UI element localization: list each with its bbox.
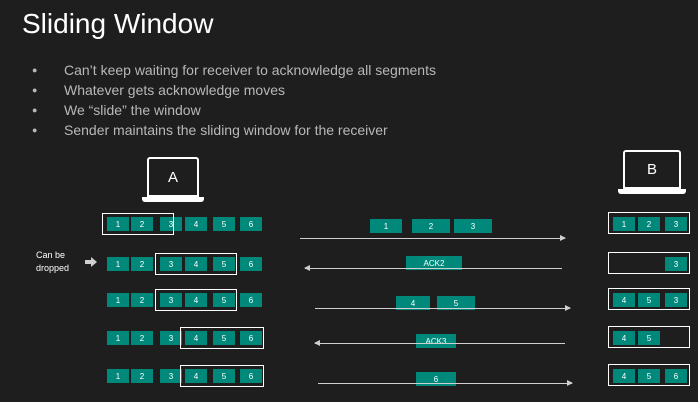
sender-segment: 2	[131, 217, 153, 231]
sender-segment: 2	[131, 257, 153, 271]
bullet-item: Can’t keep waiting for receiver to ackno…	[30, 60, 436, 80]
sender-segment: 6	[240, 217, 262, 231]
sender-window-frame	[180, 327, 264, 349]
receiver-segment: 4	[613, 369, 635, 383]
sender-segment: 1	[107, 369, 129, 383]
host-a-label: A	[167, 168, 178, 186]
drop-note-line-2: dropped	[36, 263, 70, 273]
sender-segment: 5	[213, 257, 235, 271]
sender-segment: 4	[185, 217, 207, 231]
message-segment: 3	[454, 219, 492, 233]
message-segment: 4	[396, 296, 430, 310]
bullet-item: We “slide” the window	[30, 100, 436, 120]
transfer-arrow	[304, 265, 562, 271]
sender-segment: 1	[107, 331, 129, 345]
sender-window-frame	[155, 253, 237, 275]
receiver-segment: 2	[638, 217, 660, 231]
bullet-list: Can’t keep waiting for receiver to ackno…	[30, 60, 436, 140]
receiver-buffer-frame	[608, 326, 690, 348]
sender-segment: 6	[240, 369, 262, 383]
receiver-segment: 3	[665, 217, 687, 231]
receiver-segment: 5	[638, 293, 660, 307]
sender-segment: 3	[160, 331, 182, 345]
host-b-label: B	[646, 161, 657, 178]
receiver-buffer-frame	[608, 252, 690, 274]
sender-segment: 6	[240, 331, 262, 345]
transfer-arrow	[314, 340, 565, 346]
sender-window-frame	[102, 213, 174, 235]
sender-segment: 1	[107, 293, 129, 307]
drop-note-line-1: Can be	[36, 250, 66, 260]
sender-segment: 3	[160, 369, 182, 383]
drop-arrow-icon	[85, 257, 97, 267]
message-segment: 6	[416, 372, 456, 386]
sender-window-frame	[180, 365, 264, 387]
transfer-arrow	[315, 305, 571, 311]
sender-segment: 6	[240, 257, 262, 271]
sender-segment: 5	[213, 293, 235, 307]
message-segment: 2	[412, 219, 450, 233]
slide-title: Sliding Window	[22, 8, 214, 39]
receiver-segment: 5	[638, 331, 660, 345]
sender-segment: 1	[107, 257, 129, 271]
message-segment: 5	[437, 296, 475, 310]
receiver-buffer-frame	[608, 212, 690, 234]
laptop-b-icon: B	[618, 150, 686, 194]
sender-segment: 4	[185, 331, 207, 345]
sender-segment: 2	[131, 331, 153, 345]
transfer-arrow	[300, 235, 566, 241]
receiver-buffer-frame	[608, 364, 690, 386]
receiver-segment: 4	[613, 293, 635, 307]
receiver-segment: 1	[613, 217, 635, 231]
sender-segment: 4	[185, 369, 207, 383]
receiver-segment: 3	[665, 257, 687, 271]
message-segment: ACK3	[416, 334, 456, 348]
sender-segment: 5	[213, 369, 235, 383]
message-segment: 1	[370, 219, 402, 233]
transfer-arrow	[318, 380, 573, 386]
receiver-segment: 6	[665, 369, 687, 383]
laptop-a-base	[142, 197, 204, 202]
sender-segment: 3	[160, 293, 182, 307]
sender-segment: 4	[185, 293, 207, 307]
bullet-item: Sender maintains the sliding window for …	[30, 120, 436, 140]
bullet-item: Whatever gets acknowledge moves	[30, 80, 436, 100]
sender-segment: 2	[131, 293, 153, 307]
laptop-b-base	[618, 189, 686, 194]
laptop-a-screen: A	[147, 157, 199, 197]
receiver-segment: 4	[613, 331, 635, 345]
message-segment: ACK2	[406, 256, 462, 270]
sender-segment: 6	[240, 293, 262, 307]
laptop-b-screen: B	[623, 150, 681, 189]
receiver-segment: 5	[638, 369, 660, 383]
receiver-segment: 3	[665, 293, 687, 307]
sender-segment: 2	[131, 369, 153, 383]
sender-segment: 1	[107, 217, 129, 231]
receiver-buffer-frame	[608, 288, 690, 310]
drop-note: Can be dropped	[36, 249, 69, 275]
sender-window-frame	[155, 289, 237, 311]
laptop-a-icon: A	[142, 157, 204, 203]
sender-segment: 5	[213, 331, 235, 345]
sender-segment: 4	[185, 257, 207, 271]
sender-segment: 5	[213, 217, 235, 231]
sender-segment: 3	[160, 257, 182, 271]
sender-segment: 3	[160, 217, 182, 231]
